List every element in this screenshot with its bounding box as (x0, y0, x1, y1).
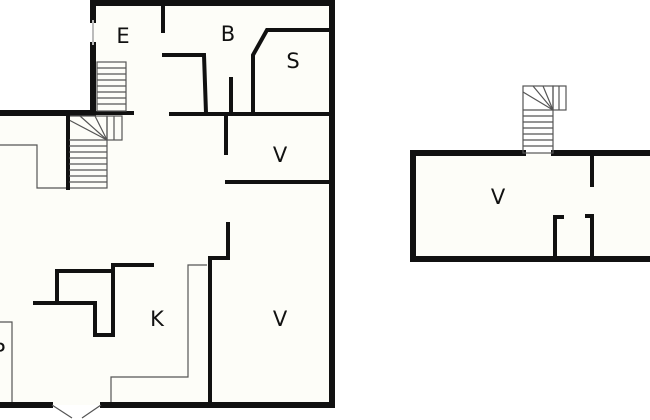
stairs-icon (66, 114, 123, 190)
interior-wall (553, 215, 564, 259)
room-label-k: K (150, 307, 165, 331)
room-label-v: V (273, 143, 288, 167)
counter-outline (110, 264, 207, 402)
main-floor-area (0, 3, 332, 405)
interior-wall (208, 222, 230, 404)
room-label-p: P (0, 339, 5, 363)
secondary-floor-plan: V (410, 85, 650, 262)
room-label-s: S (286, 49, 299, 73)
counter-outline (0, 321, 13, 402)
interior-wall (585, 214, 594, 259)
outer-wall (0, 42, 96, 116)
kitchen-counter-wall (33, 263, 154, 337)
main-floor-plan: E B S V K V P (0, 0, 335, 419)
entrance-door[interactable] (51, 404, 102, 419)
room-label-e: E (116, 24, 129, 48)
interior-wall (251, 28, 333, 115)
kitchen-counter-wall (55, 269, 115, 305)
stairs-icon (96, 61, 127, 112)
interior-wall (162, 53, 209, 116)
stairs-icon (522, 85, 567, 154)
outer-wall (410, 150, 650, 262)
outer-wall (90, 0, 335, 408)
room-label-v: V (273, 307, 288, 331)
counter-outline (0, 144, 68, 189)
room-label-b: B (221, 22, 235, 46)
room-label-v: V (491, 185, 506, 209)
secondary-floor-area (413, 153, 650, 260)
